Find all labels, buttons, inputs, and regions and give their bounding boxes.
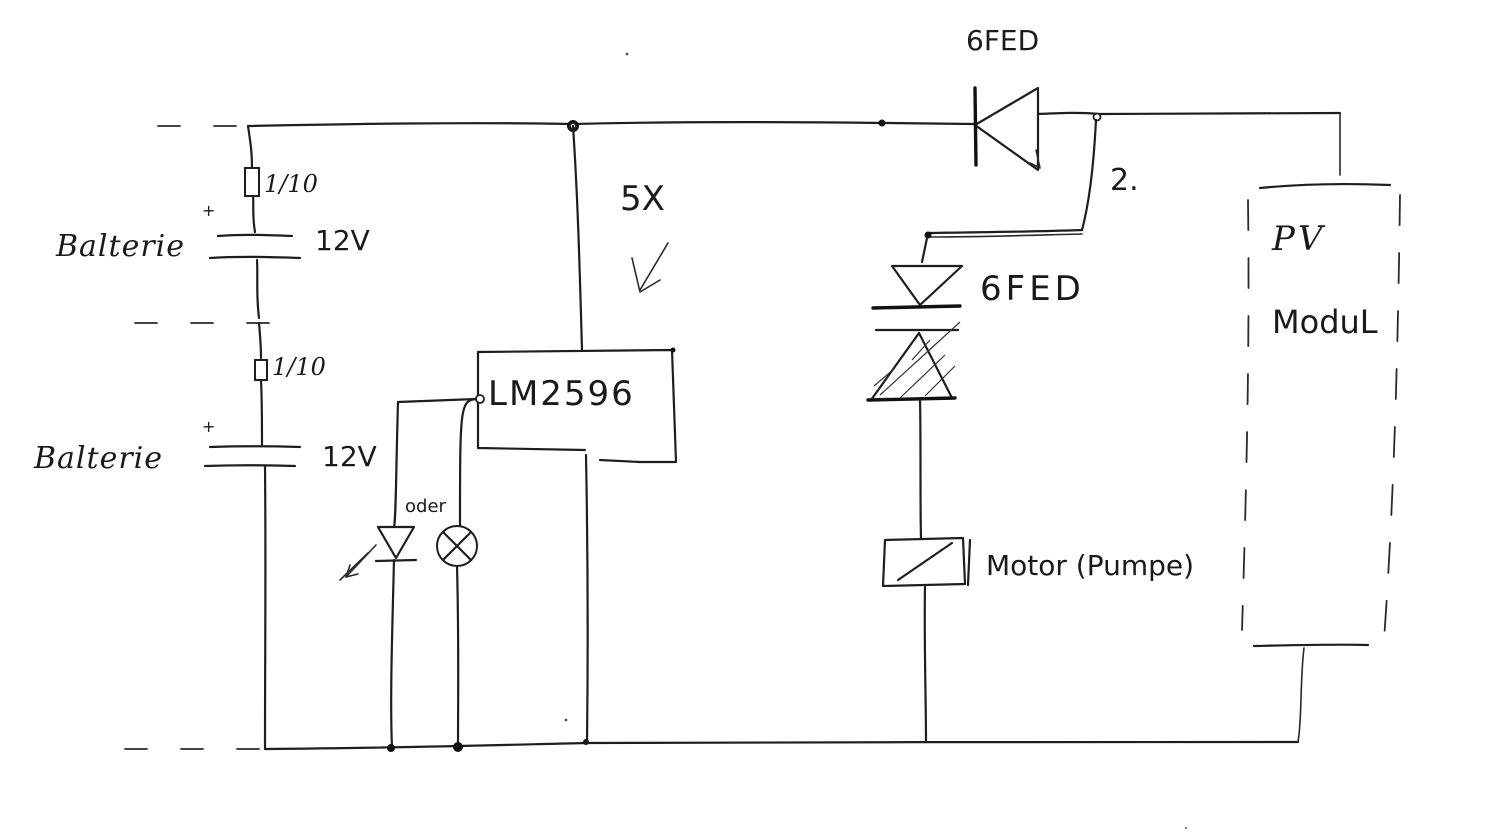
diode-top-label: 6FED (966, 24, 1039, 57)
resistor-1 (244, 167, 260, 197)
led-or-lamp-label: oder (405, 496, 447, 517)
battery-bottom-label: Balterie (33, 441, 163, 476)
resistor-bottom-label: 1/10 (272, 353, 326, 381)
zener-upper-icon (890, 264, 964, 307)
battery-2-plate-short (203, 464, 297, 468)
motor-icon (881, 536, 967, 588)
battery-top-label: Balterie (55, 229, 185, 264)
battery-2-plate-long (208, 445, 302, 449)
voltage-bottom-label: 12V (322, 440, 377, 473)
battery-1-plate-long (216, 233, 294, 238)
pv-label-line2: ModuL (1272, 303, 1378, 341)
pv-label-line1: PV (1271, 219, 1326, 259)
battery-1-plate-short (208, 255, 302, 260)
led-icon (339, 525, 418, 581)
diode-zener (866, 236, 964, 540)
lamp-icon (436, 525, 478, 567)
top-rail (157, 111, 1342, 176)
diode-zener-label: 6FED (980, 269, 1085, 309)
pv-module (1241, 182, 1401, 648)
bottom-rail (124, 647, 1305, 751)
resistor-2 (254, 359, 268, 381)
lm2596-box (476, 348, 678, 464)
regulator-label: LM2596 (488, 374, 635, 414)
diode-series (878, 86, 1102, 239)
voltage-top-label: 12V (315, 224, 370, 257)
plus-bottom-label: + (202, 417, 215, 436)
motor-label: Motor (Pumpe) (986, 549, 1194, 582)
diode-series-icon (973, 86, 1040, 172)
motor (881, 536, 972, 744)
count-label: 5X (620, 179, 665, 219)
step-mark-label: 2. (1110, 163, 1139, 198)
count-arrow-icon (631, 242, 669, 293)
led-lamp-branch (339, 525, 478, 752)
battery-branch (134, 124, 302, 751)
lm2596-output-pin (475, 394, 485, 404)
regulator-branch (392, 120, 678, 745)
resistor-top-label: 1/10 (264, 170, 318, 198)
plus-top-label: + (202, 201, 215, 220)
